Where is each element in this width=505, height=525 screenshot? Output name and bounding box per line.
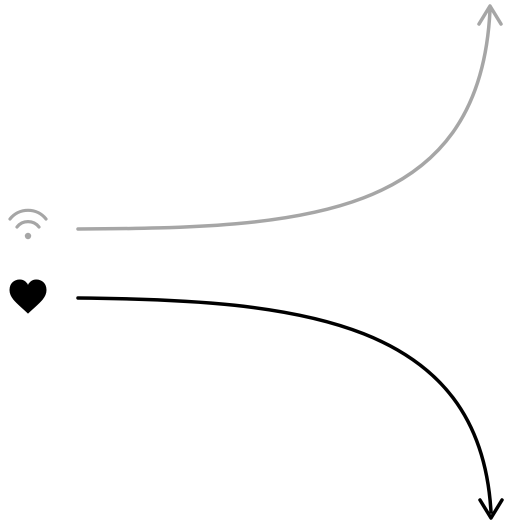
lower-connector-group bbox=[9, 279, 504, 520]
lower-curved-connector bbox=[76, 296, 493, 514]
heart-icon bbox=[9, 279, 47, 314]
upper-connector-group bbox=[8, 4, 503, 240]
wifi-icon bbox=[8, 208, 48, 240]
lower-arrowhead bbox=[478, 498, 504, 520]
upper-curved-connector bbox=[76, 8, 492, 231]
upper-arrowhead bbox=[477, 4, 503, 26]
